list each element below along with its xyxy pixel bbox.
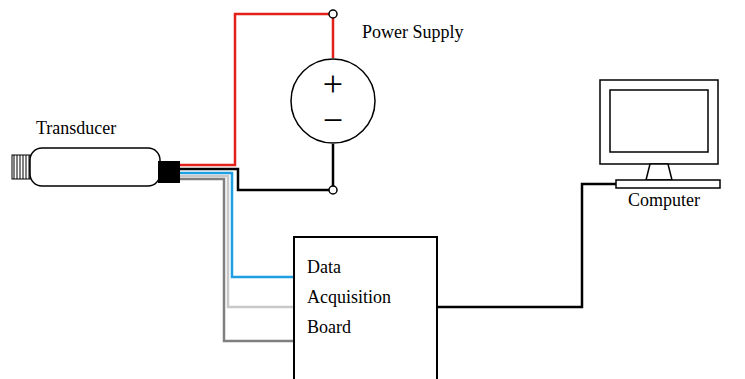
wire-line — [438, 184, 616, 307]
part-label: Power Supply — [362, 22, 464, 42]
board-label: Data Acquisition Board — [295, 238, 419, 342]
base — [616, 180, 720, 188]
transducer-body — [30, 148, 160, 186]
wire — [180, 176, 293, 307]
transducer: Transducer — [10, 112, 180, 192]
part-label: Transducer — [36, 118, 116, 138]
wire-line — [180, 179, 293, 341]
grille — [12, 155, 30, 179]
wire-line — [180, 173, 293, 277]
source-circle — [291, 59, 375, 143]
polarity-sign: − — [290, 100, 376, 140]
polarity-sign: + — [290, 64, 376, 104]
terminal — [329, 186, 337, 194]
wire — [180, 179, 293, 341]
computer: Computer — [616, 76, 722, 216]
part-label: Computer — [628, 190, 700, 210]
power-supply: Power Supply+− — [290, 58, 376, 144]
wire — [180, 144, 333, 190]
wire — [438, 184, 616, 307]
monitor — [600, 80, 718, 164]
acquisition-board: Data Acquisition Board — [293, 236, 438, 379]
wire — [180, 173, 293, 277]
cable-connector — [158, 161, 180, 183]
stand — [646, 164, 672, 180]
terminal — [329, 10, 337, 18]
wire-line — [180, 144, 333, 190]
wire-line — [180, 176, 293, 307]
screen — [610, 90, 708, 152]
